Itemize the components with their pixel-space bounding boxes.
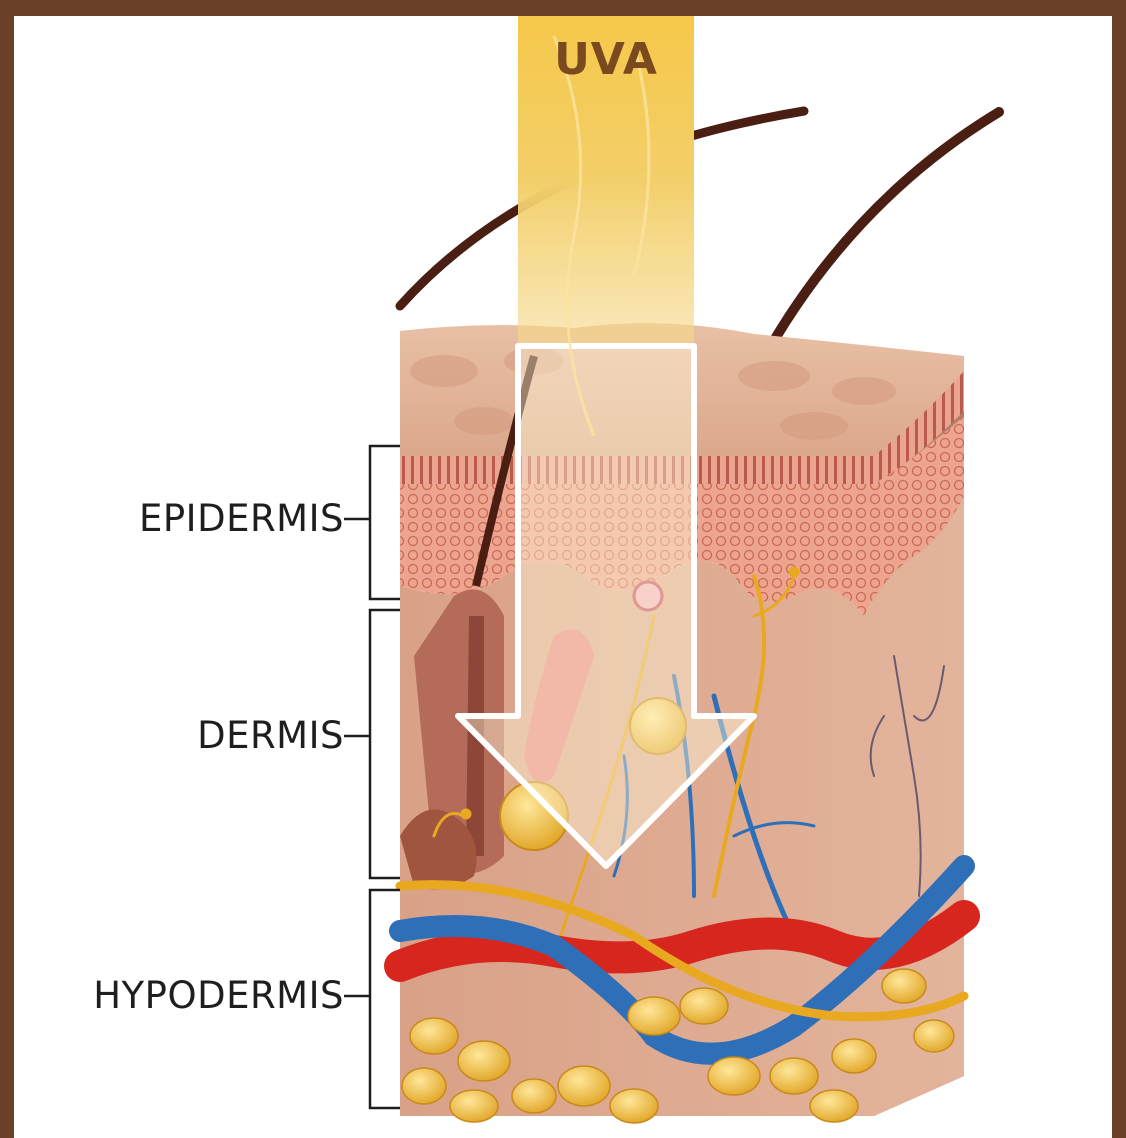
hypodermis-bracket (344, 890, 400, 1108)
layer-brackets (344, 446, 400, 1108)
dermis-bracket (344, 610, 400, 878)
diagram-canvas: UVA EPIDERMIS DERMIS HYPODERMIS (14, 16, 1112, 1138)
hypodermis-label: HYPODERMIS (14, 976, 344, 1016)
epidermis-label: EPIDERMIS (14, 499, 344, 539)
dermis-label: DERMIS (14, 716, 344, 756)
epidermis-bracket (344, 446, 400, 599)
skin-cross-section-illustration (14, 16, 1112, 1138)
uva-label: UVA (518, 34, 694, 85)
